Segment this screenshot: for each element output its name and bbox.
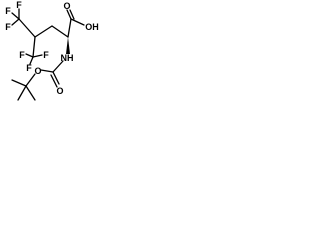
bond-oester-cq	[25, 73, 36, 87]
bond-cq-me1	[11, 79, 27, 87]
bond-ch-ch2	[34, 25, 53, 38]
bond-ch2-calpha	[51, 25, 69, 38]
atom-o-ester: O	[34, 66, 41, 76]
bonds	[11, 8, 85, 101]
atom-f-left: F	[5, 22, 11, 32]
bond-c-oester	[40, 69, 54, 73]
atom-f-bottom-left: F	[19, 50, 25, 60]
bond-c-o-double-a	[66, 9, 72, 20]
bond-cf3b-f2	[29, 56, 34, 65]
bond-cq-me2	[17, 85, 27, 101]
atom-f-top: F	[16, 0, 22, 10]
bond-c-o-double-d	[50, 74, 58, 88]
bond-nh-c	[52, 60, 64, 73]
bond-cf3b-f1	[25, 53, 34, 58]
bond-c-o-double-b	[69, 9, 75, 20]
atom-o-carbonyl: O	[56, 86, 63, 96]
bond-cf3b-f3	[32, 54, 43, 58]
atom-f-bottom-right: F	[43, 50, 49, 60]
bond-cf3a-f1	[11, 12, 20, 20]
atom-f-bottom-mid: F	[26, 63, 32, 73]
bond-c-o-double-c	[52, 71, 60, 85]
atom-labels: F F F F F F O OH NH O O	[5, 0, 99, 96]
bond-ch-cf3b	[32, 36, 36, 58]
atom-oh-acid: OH	[85, 22, 99, 32]
bond-calpha-cooh	[67, 18, 72, 38]
atom-nh: NH	[61, 53, 74, 63]
bond-cq-me3	[25, 85, 36, 101]
stereo-wedge-bond	[66, 37, 70, 54]
bond-cf3a-f3	[11, 18, 20, 26]
chemical-structure: F F F F F F O OH NH O O	[5, 0, 99, 101]
bond-cf3a-ch	[18, 18, 36, 38]
bond-c-oh	[70, 18, 85, 26]
atom-o-acid: O	[63, 1, 70, 11]
atom-f-top-left: F	[5, 6, 11, 16]
